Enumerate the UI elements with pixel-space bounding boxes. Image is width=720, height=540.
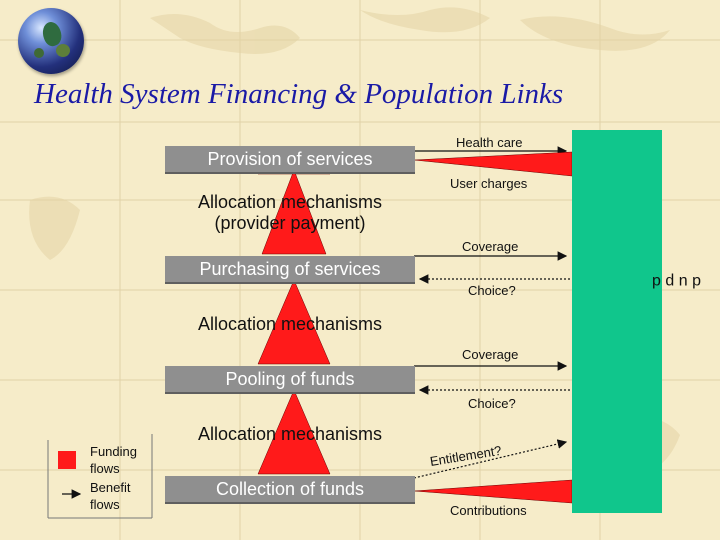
allocation-mechanisms-line: Allocation mechanisms	[197, 424, 383, 444]
population-label: d u p d	[652, 273, 701, 290]
legend-benefit-label: Benefit flows	[90, 479, 130, 513]
purchasing-of-services-box: Purchasing of services	[165, 256, 415, 284]
allocation-mechanisms-line: Allocation mechanisms	[197, 192, 383, 212]
funding-flow-triangle-2	[261, 169, 327, 255]
contributions-label: Contributions	[450, 503, 527, 518]
funding-flow-triangle-4	[257, 389, 331, 475]
globe-icon	[18, 8, 84, 74]
choice-label-1: Choice?	[468, 283, 516, 298]
choice-label-2: Choice?	[468, 396, 516, 411]
legend-funding-line1: Funding	[90, 444, 137, 459]
pooling-of-funds-box: Pooling of funds	[165, 366, 415, 394]
contributions-flow	[413, 479, 573, 504]
allocation-mechanisms-label-1: Allocation mechanisms (provider payment)	[165, 192, 415, 234]
coverage-label-1: Coverage	[462, 239, 519, 254]
funding-flow-triangle-3	[257, 279, 331, 365]
allocation-mechanisms-label-3: Allocation mechanisms	[165, 424, 415, 445]
funding-flows-swatch	[58, 451, 76, 469]
provider-payment-line: (provider payment)	[214, 213, 366, 233]
health-care-label: Health care	[456, 135, 523, 150]
legend-funding-line2: flows	[90, 461, 120, 476]
page-title: Health System Financing & Population Lin…	[34, 78, 564, 110]
legend-benefit-line1: Benefit	[90, 480, 131, 495]
population-bar	[572, 130, 662, 513]
provision-of-services-box: Provision of services	[165, 146, 415, 174]
legend-funding-label: Funding flows	[90, 443, 137, 477]
user-charges-flow	[413, 151, 573, 177]
collection-of-funds-box: Collection of funds	[165, 476, 415, 504]
allocation-mechanisms-line: Allocation mechanisms	[197, 314, 383, 334]
allocation-mechanisms-label-2: Allocation mechanisms	[165, 314, 415, 335]
legend-benefit-line2: flows	[90, 497, 120, 512]
user-charges-label: User charges	[450, 176, 528, 191]
coverage-label-2: Coverage	[462, 347, 519, 362]
